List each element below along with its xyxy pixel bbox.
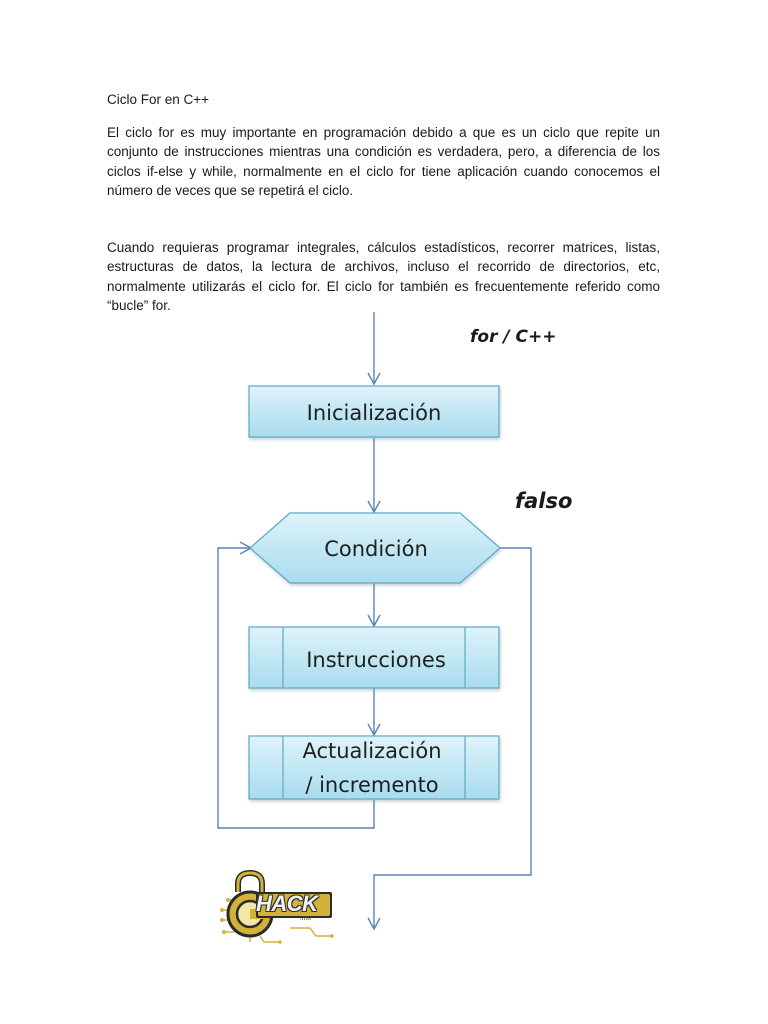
init-to-condition-arrowhead [367, 500, 381, 514]
false-exit-line [373, 547, 532, 928]
condition-box: Condición [249, 512, 501, 584]
init-box: Inicialización [248, 385, 500, 438]
usage-paragraph: Cuando requieras programar integrales, c… [107, 240, 660, 313]
false-exit-arrowhead [367, 917, 381, 931]
instructions-label: Instrucciones [306, 648, 446, 672]
loop-back-line [217, 547, 375, 829]
instructions-to-update-arrowhead [367, 723, 381, 737]
update-box: Actualización / incremento [248, 735, 500, 800]
padlock-icon [220, 869, 334, 944]
condition-label: Condición [324, 537, 428, 561]
logo-text: HACK [256, 891, 318, 916]
update-label-line2: / incremento [305, 773, 438, 797]
condition-to-instructions-arrowhead [367, 614, 381, 628]
instructions-box: Instrucciones [248, 626, 500, 689]
update-label-line1: Actualización [302, 739, 441, 763]
hack-logo: HACK .mx [220, 869, 338, 944]
false-label: falso [515, 489, 572, 513]
page-title: Ciclo For en C++ [107, 92, 210, 107]
intro-paragraph: El ciclo for es muy importante en progra… [107, 125, 660, 198]
flowchart-label: for / C++ [470, 327, 556, 347]
logo-subtext: .mx [300, 915, 312, 922]
init-label: Inicialización [307, 401, 442, 425]
entry-arrowhead [367, 372, 381, 386]
